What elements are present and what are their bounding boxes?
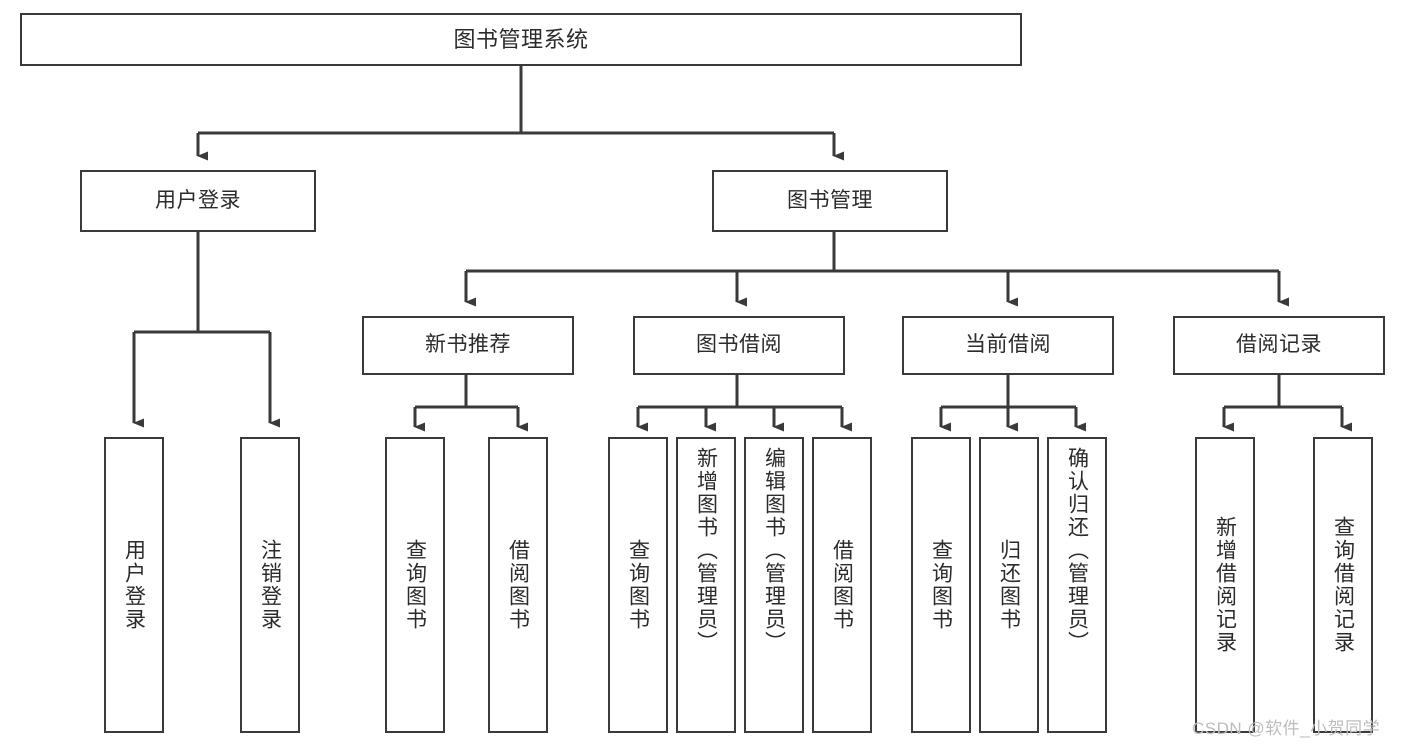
node-label: 用户登录 xyxy=(155,188,241,212)
leaf-book-borrow-add-book-admin[interactable]: 新增图书（管理员） xyxy=(676,437,736,733)
node-label: 借阅图书 xyxy=(830,539,854,631)
leaf-user-login-signin[interactable]: 用户登录 xyxy=(104,437,164,733)
node-label: 图书管理 xyxy=(787,188,873,212)
leaf-current-borrow-query-books[interactable]: 查询图书 xyxy=(911,437,971,733)
leaf-book-borrow-query-books[interactable]: 查询图书 xyxy=(608,437,668,733)
node-label: 查询图书 xyxy=(929,539,953,631)
node-label: 查询图书 xyxy=(403,539,427,631)
leaf-borrow-record-query-record[interactable]: 查询借阅记录 xyxy=(1313,437,1373,733)
node-user-login[interactable]: 用户登录 xyxy=(80,170,316,232)
node-label: 确认归还（管理员） xyxy=(1065,447,1089,654)
node-book-management-system[interactable]: 图书管理系统 xyxy=(20,13,1022,66)
node-label: 新增图书（管理员） xyxy=(694,447,718,654)
node-new-book-recommendation[interactable]: 新书推荐 xyxy=(362,316,574,375)
leaf-current-borrow-return-books[interactable]: 归还图书 xyxy=(979,437,1039,733)
leaf-borrow-record-add-record[interactable]: 新增借阅记录 xyxy=(1195,437,1255,733)
node-current-borrowing[interactable]: 当前借阅 xyxy=(902,316,1114,375)
leaf-user-login-signout[interactable]: 注销登录 xyxy=(240,437,300,733)
node-label: 查询借阅记录 xyxy=(1331,516,1355,654)
leaf-current-borrow-confirm-return-admin[interactable]: 确认归还（管理员） xyxy=(1047,437,1107,733)
node-label: 当前借阅 xyxy=(965,333,1051,357)
leaf-book-borrow-edit-book-admin[interactable]: 编辑图书（管理员） xyxy=(744,437,804,733)
leaf-book-borrow-borrow-books[interactable]: 借阅图书 xyxy=(812,437,872,733)
node-label: 新书推荐 xyxy=(425,333,511,357)
node-label: 归还图书 xyxy=(997,539,1021,631)
node-label: 借阅图书 xyxy=(506,539,530,631)
node-label: 图书借阅 xyxy=(696,333,782,357)
leaf-new-book-borrow-books[interactable]: 借阅图书 xyxy=(488,437,548,733)
node-book-management[interactable]: 图书管理 xyxy=(712,170,948,232)
csdn-watermark: CSDN @软件_小贺同学 xyxy=(1192,719,1381,738)
node-label: 注销登录 xyxy=(258,539,282,631)
node-label: 查询图书 xyxy=(626,539,650,631)
node-label: 新增借阅记录 xyxy=(1213,516,1237,654)
node-label: 编辑图书（管理员） xyxy=(762,447,786,654)
node-book-borrowing[interactable]: 图书借阅 xyxy=(633,316,845,375)
node-borrowing-record[interactable]: 借阅记录 xyxy=(1173,316,1385,375)
node-label: 图书管理系统 xyxy=(453,26,589,52)
node-label: 用户登录 xyxy=(122,539,146,631)
leaf-new-book-query-books[interactable]: 查询图书 xyxy=(385,437,445,733)
node-label: 借阅记录 xyxy=(1236,333,1322,357)
